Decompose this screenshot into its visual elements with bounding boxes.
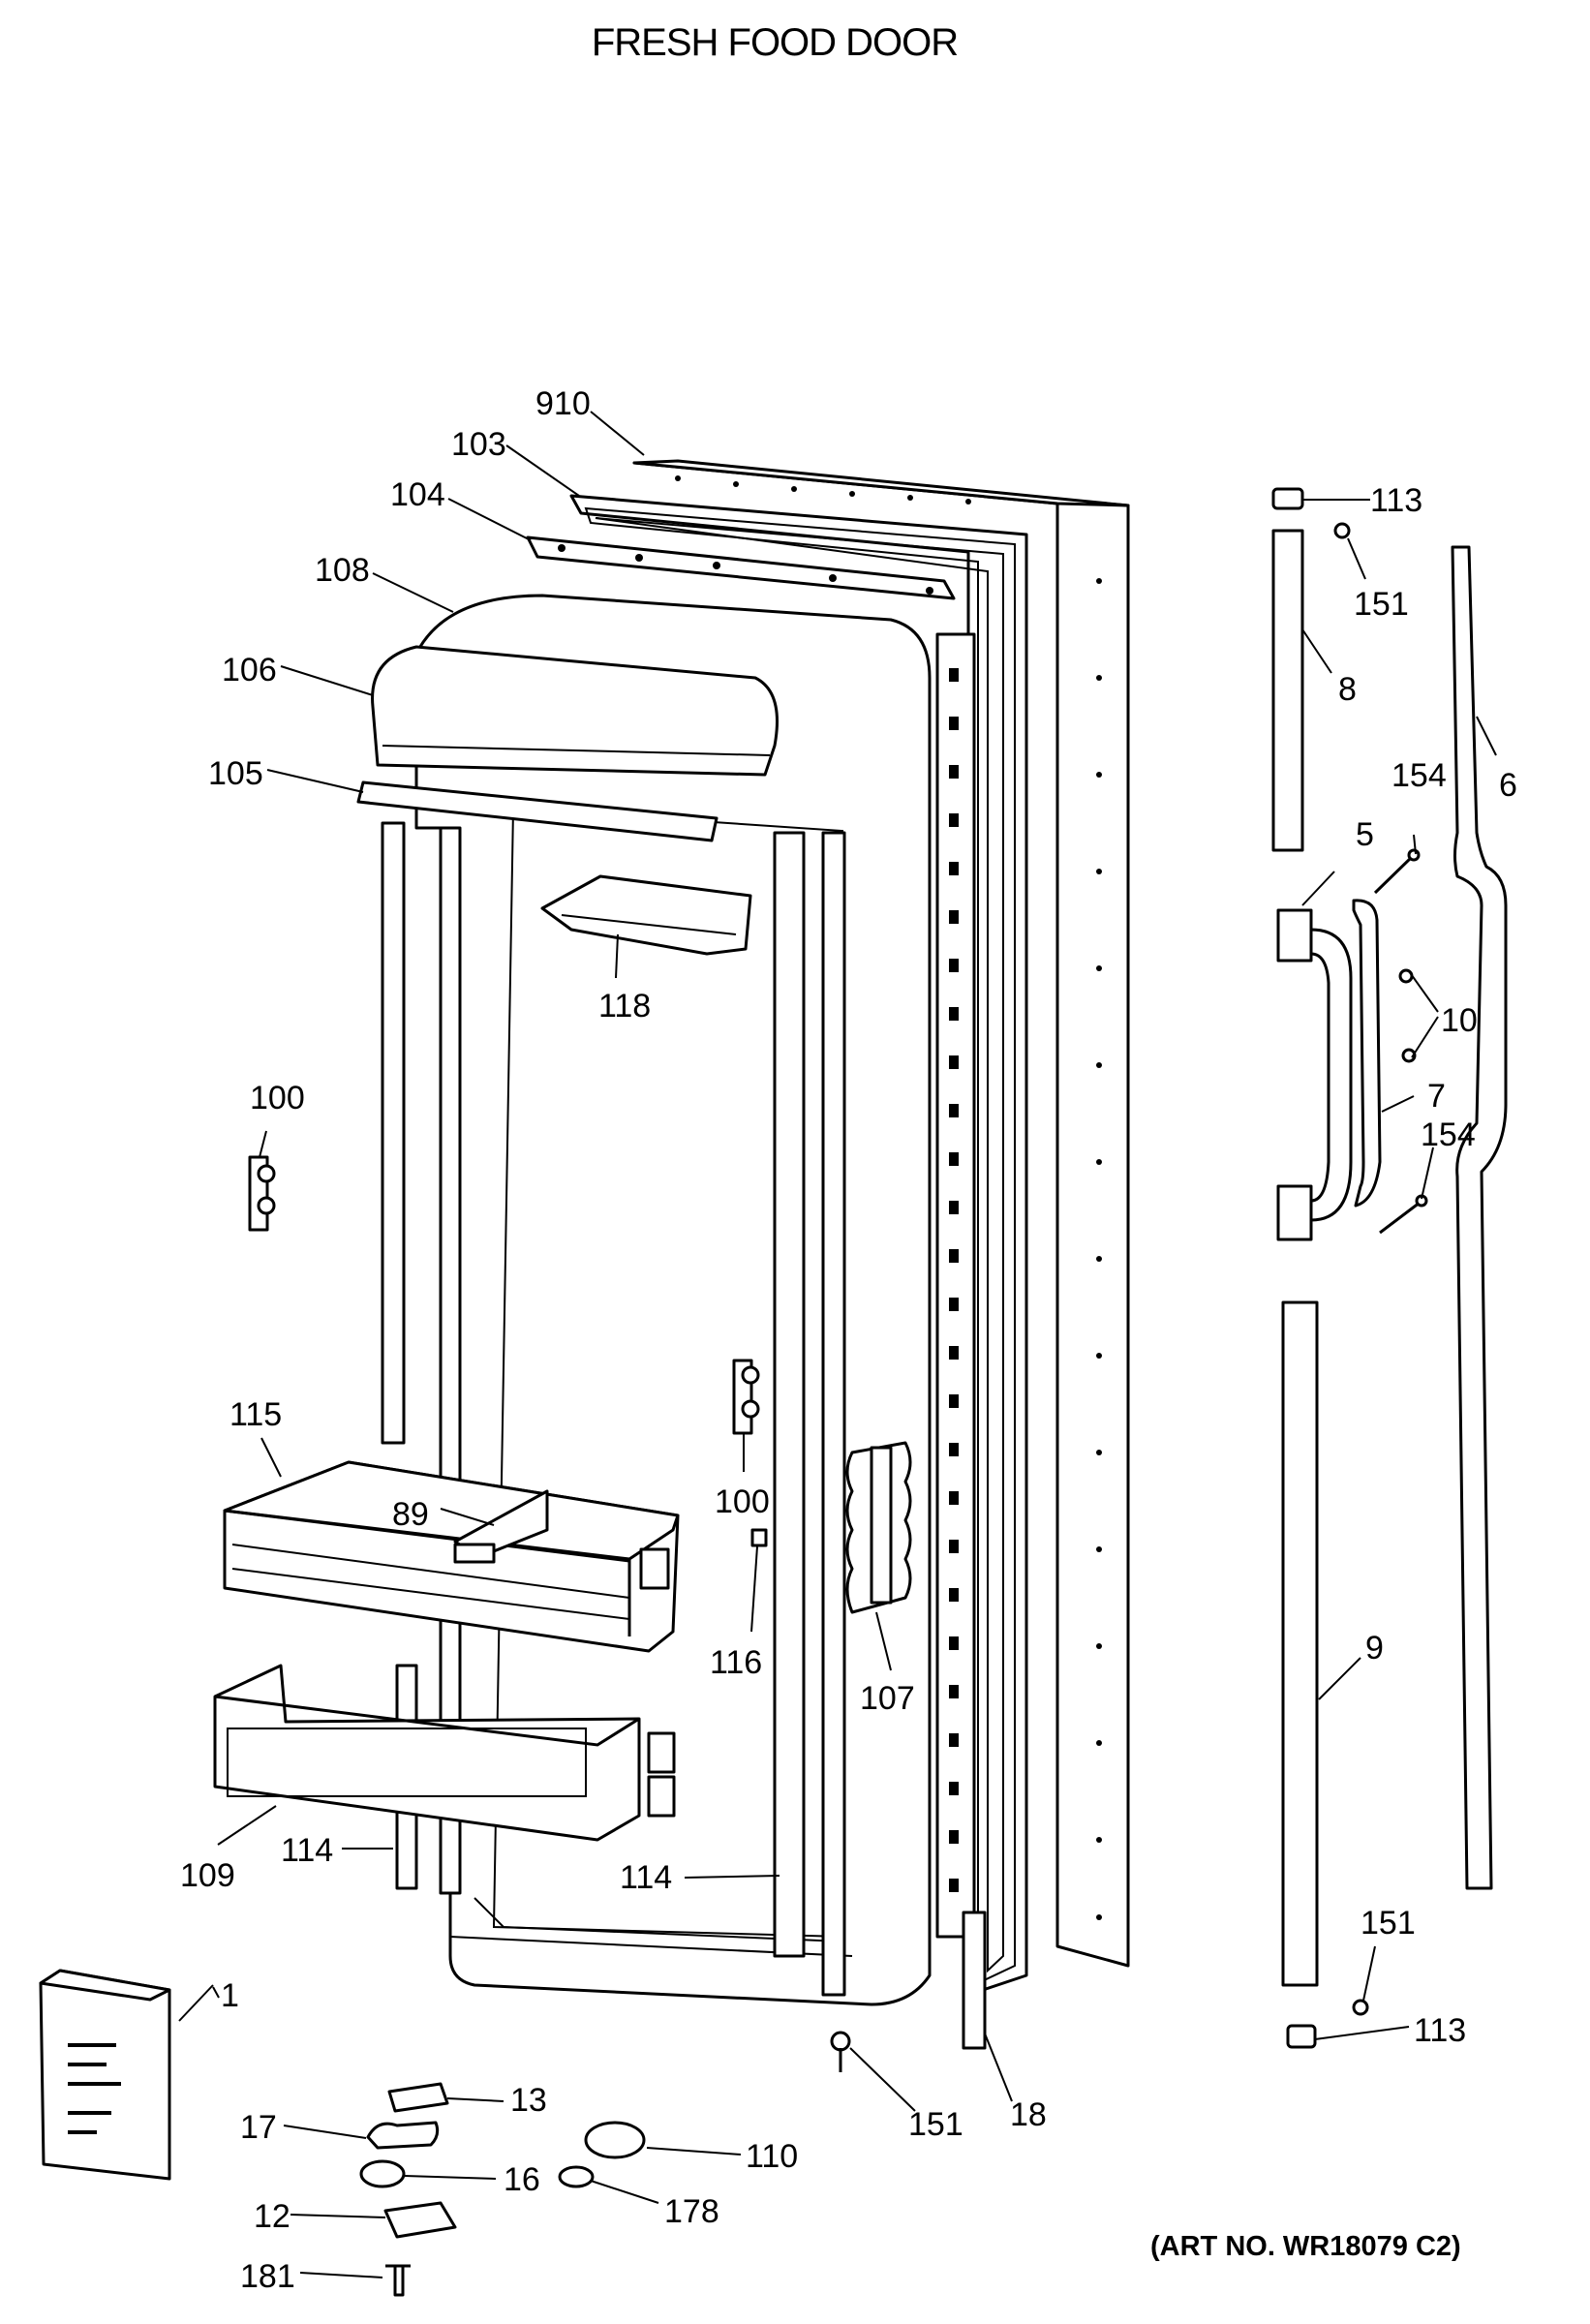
callout-108: 108 <box>315 552 370 589</box>
hinge-bearing-16 <box>359 2159 406 2188</box>
diagram-title: FRESH FOOD DOOR <box>591 21 959 64</box>
callout-104: 104 <box>390 476 445 513</box>
callout-106: 106 <box>222 652 277 688</box>
leader-lines <box>178 411 1497 2278</box>
callout-113-bottom: 113 <box>1414 2012 1466 2049</box>
callout-103: 103 <box>451 426 506 463</box>
gasket-strip <box>962 1911 987 2050</box>
handle-5 <box>1276 908 1353 1241</box>
handle-trim-8 <box>1271 529 1304 852</box>
callout-1: 1 <box>221 1977 239 2014</box>
door-shelf <box>213 1664 676 1842</box>
door-liner <box>381 594 976 2006</box>
callout-151-lower: 151 <box>1361 1905 1416 1942</box>
callout-18: 18 <box>1010 2096 1047 2133</box>
screw-151-bottom <box>830 2031 851 2072</box>
callout-154-top: 154 <box>1391 757 1447 794</box>
callout-110: 110 <box>746 2138 798 2175</box>
callout-151-bottom: 151 <box>908 2106 963 2143</box>
callout-10: 10 <box>1441 1002 1478 1039</box>
art-number: (ART NO. WR18079 C2) <box>1150 2231 1461 2262</box>
callout-7: 7 <box>1427 1078 1446 1115</box>
callout-109: 109 <box>180 1857 235 1894</box>
callout-17: 17 <box>240 2109 277 2146</box>
callout-107: 107 <box>860 1680 915 1717</box>
outer-door-panel <box>632 459 1130 1968</box>
callout-6: 6 <box>1499 767 1517 804</box>
screw-181 <box>385 2264 411 2297</box>
storage-bin <box>223 1460 680 1653</box>
callout-105: 105 <box>208 755 263 792</box>
owner-booklet <box>39 1969 171 2181</box>
callout-910: 910 <box>535 385 591 422</box>
callout-154-bottom: 154 <box>1421 1116 1476 1153</box>
top-cap-strip <box>526 535 956 600</box>
callout-113-top: 113 <box>1370 482 1422 519</box>
callout-labels: 910 103 104 108 106 105 118 100 100 115 … <box>180 385 1517 2295</box>
callout-100-left: 100 <box>250 1080 305 1116</box>
hinge-shim-13 <box>387 2082 449 2113</box>
callout-151-top: 151 <box>1354 586 1409 623</box>
handle-trim-6 <box>1451 545 1508 1890</box>
shelf-stop-left <box>248 1155 276 1232</box>
hinge-spacer-17 <box>366 2121 440 2150</box>
callout-114-right: 114 <box>620 1859 672 1896</box>
plug-10-bottom <box>1401 1048 1417 1063</box>
hinge-plate-12 <box>383 2201 457 2239</box>
hinge-cap-110 <box>584 2121 646 2159</box>
washer-178 <box>558 2165 595 2188</box>
callout-115: 115 <box>229 1396 282 1433</box>
screw-151-top <box>1333 522 1351 539</box>
callout-114-left: 114 <box>281 1832 333 1869</box>
butter-tray <box>540 874 752 956</box>
screw-154-top <box>1373 848 1421 895</box>
callout-8: 8 <box>1338 671 1357 708</box>
handle-cap-113-bottom <box>1286 2024 1317 2049</box>
handle-trim-9 <box>1281 1300 1319 1987</box>
callout-116: 116 <box>710 1644 762 1681</box>
dairy-trim <box>356 780 719 842</box>
callout-16: 16 <box>504 2161 540 2198</box>
callout-89: 89 <box>392 1496 429 1533</box>
callout-12: 12 <box>254 2198 290 2235</box>
handle-trim-7 <box>1352 899 1382 1208</box>
callout-9: 9 <box>1365 1630 1384 1667</box>
handle-cap-113-top <box>1271 487 1304 510</box>
callout-100-right: 100 <box>715 1483 770 1520</box>
callout-118: 118 <box>598 988 651 1024</box>
callout-178: 178 <box>664 2193 719 2230</box>
screw-154-bottom <box>1379 1194 1428 1235</box>
callout-5: 5 <box>1356 816 1374 853</box>
shelf-bracket <box>845 1441 912 1614</box>
clip-116 <box>750 1528 768 1547</box>
callout-181: 181 <box>240 2258 295 2295</box>
dairy-door <box>371 645 779 777</box>
screw-151-lower <box>1352 1999 1369 2016</box>
callout-13: 13 <box>510 2082 547 2119</box>
